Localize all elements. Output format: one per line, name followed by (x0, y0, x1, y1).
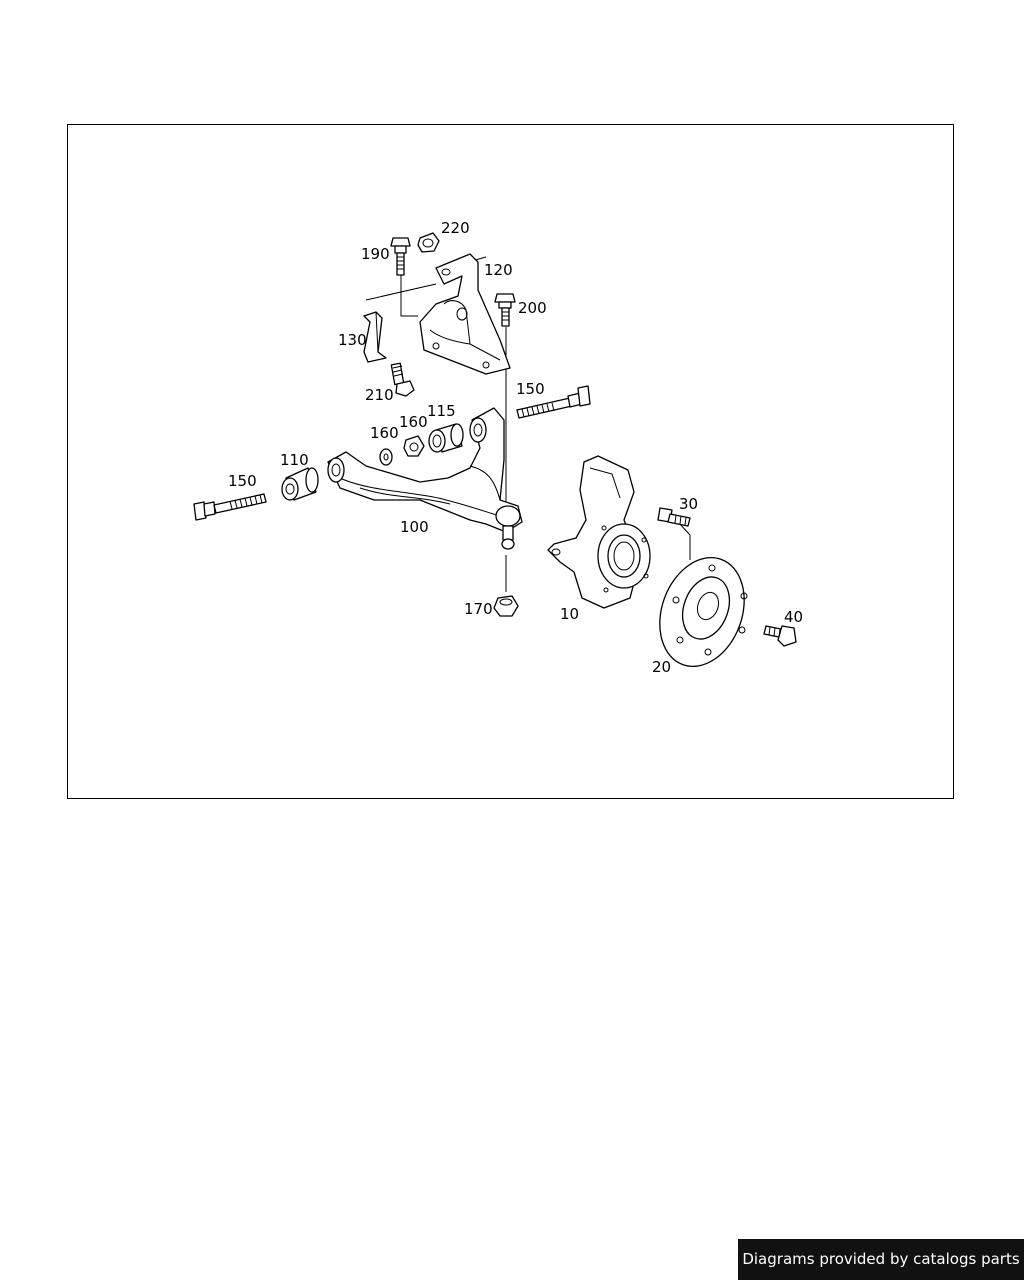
part-200-bolt[interactable] (494, 293, 516, 327)
callout-120: 120 (484, 261, 513, 279)
callout-110: 110 (280, 451, 309, 469)
callout-115: 115 (427, 402, 456, 420)
callout-200: 200 (518, 299, 547, 317)
part-100-control-arm[interactable] (327, 407, 523, 550)
callout-130: 130 (338, 331, 367, 349)
part-160-washer[interactable] (379, 448, 393, 466)
diagram-frame (67, 124, 954, 799)
callout-160-washer: 160 (370, 424, 399, 442)
part-30-wheel-stud[interactable] (657, 507, 691, 527)
part-170-nut[interactable] (493, 595, 519, 617)
callout-30: 30 (679, 495, 698, 513)
callout-20: 20 (652, 658, 671, 676)
part-40-bolt[interactable] (763, 625, 797, 647)
part-160-nut[interactable] (403, 435, 425, 457)
part-210-bolt[interactable] (390, 362, 415, 397)
part-190-bolt[interactable] (390, 237, 411, 276)
callout-10: 10 (560, 605, 579, 623)
part-115-bushing[interactable] (428, 423, 464, 453)
callout-210: 210 (365, 386, 394, 404)
watermark-banner: Diagrams provided by catalogs parts (738, 1239, 1024, 1280)
callout-150-upper: 150 (516, 380, 545, 398)
part-150-bolt-upper[interactable] (516, 385, 591, 419)
callout-190: 190 (361, 245, 390, 263)
callout-170: 170 (464, 600, 493, 618)
part-10-steering-knuckle[interactable] (547, 455, 651, 609)
part-120-mounting-bracket[interactable] (419, 253, 511, 375)
part-20-brake-disc[interactable] (645, 546, 758, 679)
callout-220: 220 (441, 219, 470, 237)
callout-160-nut: 160 (399, 413, 428, 431)
callout-100: 100 (400, 518, 429, 536)
part-220-nut[interactable] (417, 232, 440, 253)
part-150-bolt-lower[interactable] (193, 493, 267, 521)
callout-150-lower: 150 (228, 472, 257, 490)
callout-labels: 190 220 120 200 130 210 150 115 160 160 … (228, 219, 803, 676)
part-110-bushing[interactable] (281, 467, 319, 501)
callout-40: 40 (784, 608, 803, 626)
part-130-bracket[interactable] (363, 311, 387, 363)
